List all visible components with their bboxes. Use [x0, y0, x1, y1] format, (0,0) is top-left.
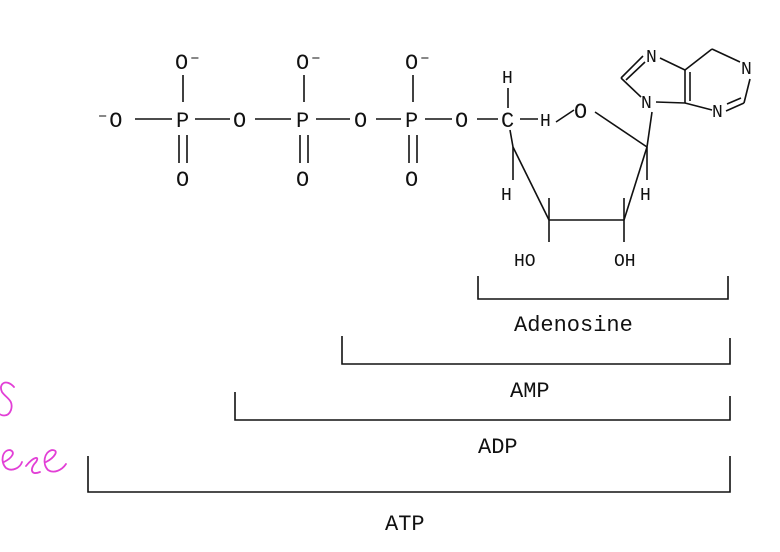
atp-bracket [87, 456, 731, 493]
handwritten-annotation [0, 381, 67, 474]
adenine-n9: N [641, 94, 652, 114]
phosphate-2-bottom-oxygen: O [296, 168, 309, 193]
phosphorus-2: P [296, 109, 309, 134]
atp-label: ATP [385, 512, 425, 537]
handwriting-stroke-3 [25, 457, 41, 474]
bond-c2-n3 [725, 102, 745, 112]
bond-ch-o [555, 109, 575, 123]
bond-c6-n1 [711, 48, 741, 63]
bond-n3-c4 [684, 102, 713, 111]
phosphate-3-bottom-oxygen: O [405, 168, 418, 193]
adenine-n3: N [712, 103, 723, 123]
bridge-oxygen-3: O [455, 109, 468, 134]
adp-bracket [234, 392, 731, 421]
handwriting-stroke-1 [0, 381, 15, 417]
amp-label: AMP [510, 379, 550, 404]
bond-n1-c2 [743, 78, 751, 104]
handwriting-stroke-4 [43, 449, 67, 473]
c4-hydrogen: H [501, 186, 512, 206]
c5-hydrogen-right: H [540, 112, 551, 132]
c2-hydroxyl: OH [614, 252, 636, 272]
bond-c5-c6 [684, 48, 713, 71]
c3-hydroxyl: HO [514, 252, 536, 272]
bond-o-c1 [594, 111, 648, 148]
bond-n9-c4 [655, 101, 686, 104]
adenine-n7: N [646, 48, 657, 68]
phosphorus-3: P [405, 109, 418, 134]
amp-bracket [341, 336, 731, 365]
ring-oxygen: O [574, 100, 587, 125]
bond-n9-c8 [620, 77, 642, 98]
terminal-oxygen: ⁻O [96, 109, 122, 134]
bond-c1-n9 [646, 111, 653, 148]
phosphate-1-top-oxygen: O⁻ [175, 51, 201, 76]
bond-c5-c4 [509, 129, 514, 148]
adp-label: ADP [478, 435, 518, 460]
bridge-oxygen-2: O [354, 109, 367, 134]
bond-c2-c1 [623, 146, 648, 221]
c5-hydrogen-top: H [502, 69, 513, 89]
adenine-n1: N [741, 60, 752, 80]
handwriting-stroke-2 [1, 449, 23, 471]
phosphate-2-top-oxygen: O⁻ [296, 51, 322, 76]
c1-hydrogen: H [640, 186, 651, 206]
phosphate-3-top-oxygen: O⁻ [405, 51, 431, 76]
bond-c8-n7 [620, 55, 644, 79]
phosphate-1-bottom-oxygen: O [176, 168, 189, 193]
bond-n7-c5 [659, 57, 686, 71]
adenosine-bracket [477, 276, 729, 300]
bond-c2-n3-double [726, 97, 742, 105]
bond-c4-c3 [512, 146, 550, 221]
adenosine-label: Adenosine [514, 313, 633, 338]
carbon-5: C [501, 109, 514, 134]
phosphorus-1: P [176, 109, 189, 134]
bond-c8-n7-double [625, 61, 646, 81]
bridge-oxygen-1: O [233, 109, 246, 134]
